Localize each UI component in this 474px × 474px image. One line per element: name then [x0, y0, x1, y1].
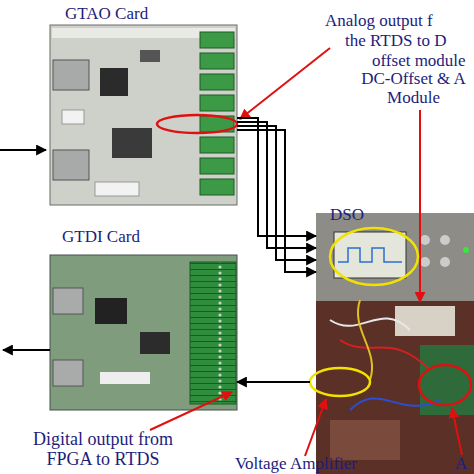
output-terminal: [200, 53, 234, 69]
node-label: DC-Offset & A Module: [346, 70, 474, 107]
signal-wire: [237, 381, 310, 383]
output-terminal: [200, 74, 234, 90]
wire: [358, 300, 372, 380]
knob: [440, 257, 450, 267]
indicator-led: [463, 247, 469, 253]
output-terminal: [200, 95, 234, 111]
knob: [440, 235, 450, 245]
callout-arrow: [150, 392, 232, 430]
output-terminal: [200, 32, 234, 48]
gtdi-card-photo: [50, 255, 237, 410]
breadboard: [395, 306, 455, 336]
ellipse-outline: [330, 228, 418, 285]
output-terminal: [200, 179, 234, 195]
wire: [330, 318, 410, 330]
waveform: [338, 248, 402, 262]
node-label: DSO: [330, 206, 390, 225]
chip: [140, 332, 170, 354]
lab-setup-photo: [316, 213, 474, 474]
input-terminal-block: [190, 262, 236, 404]
annotation-text: the RTDS to D: [345, 32, 446, 51]
highlight-ellipse: [419, 365, 471, 405]
signal-wire: [237, 126, 316, 260]
fiber-port: [53, 60, 89, 90]
annotation-text: offset module: [372, 52, 466, 71]
knob: [420, 257, 430, 267]
ellipse-outline: [310, 368, 370, 396]
callout-arrow: [305, 399, 326, 456]
fiber-port: [53, 360, 83, 386]
node-label: GTAO Card: [65, 5, 215, 24]
fiber-port: [53, 150, 89, 180]
ellipse-outline: [330, 228, 418, 285]
sticker: [62, 110, 84, 124]
pcb: [50, 255, 237, 410]
annotation-text: Analog output f: [325, 12, 433, 31]
chip: [112, 128, 152, 158]
bench-item: [330, 420, 400, 460]
card-photo: GTDI Card: [50, 255, 237, 410]
sticker: [100, 372, 150, 384]
ellipse-outline: [310, 368, 370, 396]
node-label: Voltage Amplifier: [235, 455, 375, 474]
highlight-circle: Voltage Amplifier: [310, 368, 370, 396]
annotation-text: Digital output from FPGA to RTDS: [8, 430, 198, 470]
input-arrow: [0, 149, 46, 151]
callout-arrow: [419, 110, 421, 302]
sticker: [95, 182, 139, 196]
chip: [100, 68, 128, 96]
node-label: GTDI Card: [62, 228, 212, 247]
callout-arrow: [452, 408, 462, 455]
signal-wire: [237, 122, 316, 248]
lab-setup-photo: DC-Offset & A ModuleDSOVoltage Amplifier: [316, 213, 474, 474]
signal-wire: [237, 118, 316, 236]
component: [140, 50, 160, 62]
callout-arrow: [240, 48, 330, 119]
wire: [340, 340, 430, 370]
bench: [316, 301, 474, 474]
card-photo: GTAO Card: [50, 25, 237, 205]
highlight-ellipse: [157, 115, 237, 133]
gtao-card-photo: [50, 25, 237, 205]
annotation-text: A: [455, 455, 467, 474]
output-arrow: [3, 349, 50, 351]
photo-background: [316, 213, 474, 474]
output-terminal: [200, 137, 234, 153]
oscilloscope-body: [316, 213, 474, 301]
fiber-port: [53, 288, 83, 314]
pcb: [50, 25, 237, 205]
oscilloscope-screen: [334, 232, 406, 278]
signal-wire: [237, 130, 316, 272]
highlight-circle: DSO: [330, 228, 418, 285]
chip: [95, 298, 127, 324]
knob: [420, 235, 430, 245]
output-terminal: [200, 158, 234, 174]
